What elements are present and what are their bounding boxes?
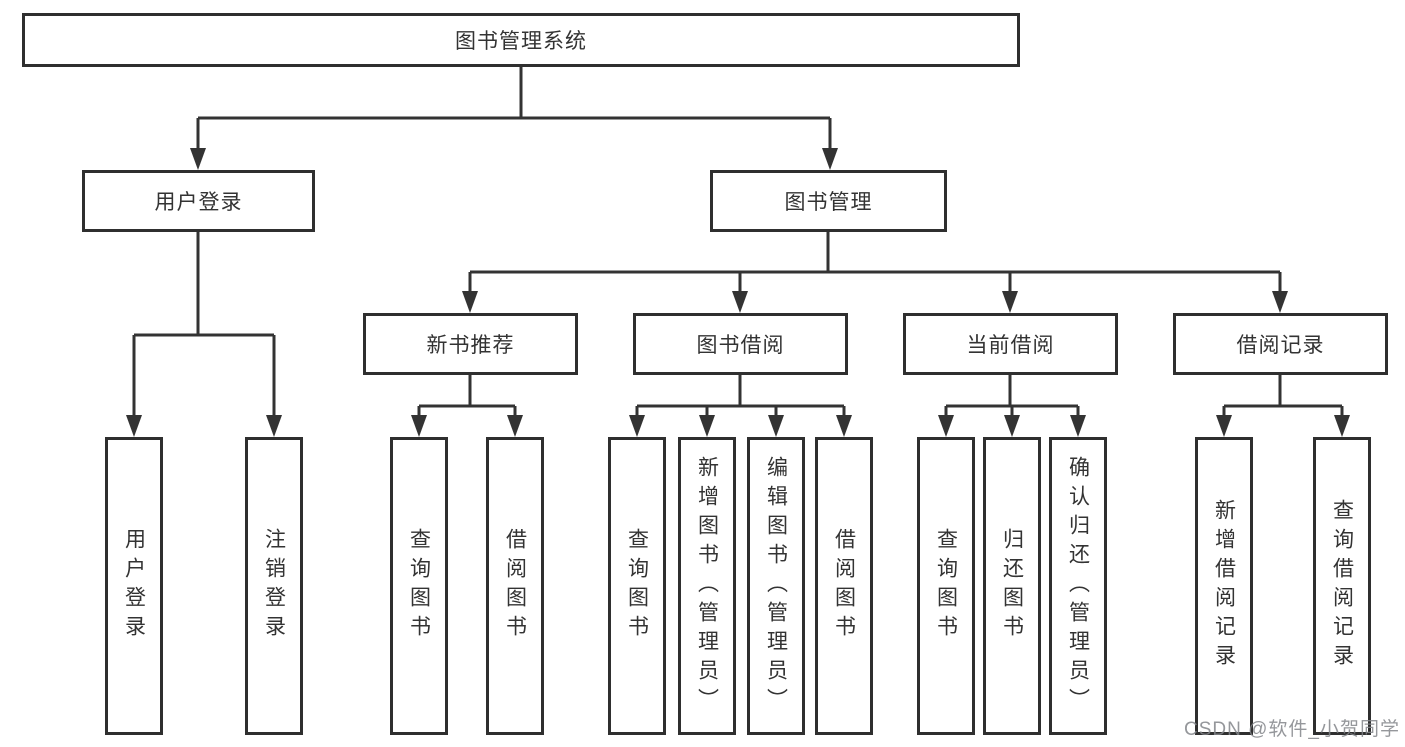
node-user-login: 用户登录: [82, 170, 315, 232]
node-borrow-records-label: 借阅记录: [1236, 334, 1325, 357]
leaf-add-borrow-record-label: 新增借阅记录: [1212, 499, 1236, 673]
leaf-borrow-book-2: 借阅图书: [815, 437, 873, 735]
leaf-query-book-2-label: 查询图书: [625, 528, 649, 644]
node-borrow-records: 借阅记录: [1173, 313, 1388, 375]
leaf-return-book: 归还图书: [983, 437, 1041, 735]
node-user-login-label: 用户登录: [154, 191, 243, 214]
node-new-book-recommend-label: 新书推荐: [426, 334, 515, 357]
leaf-return-book-label: 归还图书: [1000, 528, 1024, 644]
node-current-borrow: 当前借阅: [903, 313, 1118, 375]
node-book-management-label: 图书管理: [784, 191, 873, 214]
leaf-borrow-book-1: 借阅图书: [486, 437, 544, 735]
node-book-borrow: 图书借阅: [633, 313, 848, 375]
leaf-query-book-1: 查询图书: [390, 437, 448, 735]
node-book-borrow-label: 图书借阅: [696, 334, 785, 357]
leaf-user-login: 用户登录: [105, 437, 163, 735]
node-root-label: 图书管理系统: [455, 30, 587, 53]
leaf-confirm-return-admin-label: 确认归还（管理员）: [1066, 455, 1090, 717]
leaf-user-login-label: 用户登录: [122, 528, 146, 644]
leaf-confirm-return-admin: 确认归还（管理员）: [1049, 437, 1107, 735]
leaf-borrow-book-1-label: 借阅图书: [503, 528, 527, 644]
leaf-query-book-1-label: 查询图书: [407, 528, 431, 644]
leaf-logout: 注销登录: [245, 437, 303, 735]
leaf-edit-book-admin-label: 编辑图书（管理员）: [764, 455, 788, 717]
leaf-edit-book-admin: 编辑图书（管理员）: [747, 437, 805, 735]
leaf-borrow-book-2-label: 借阅图书: [832, 528, 856, 644]
leaf-add-book-admin: 新增图书（管理员）: [678, 437, 736, 735]
leaf-logout-label: 注销登录: [262, 528, 286, 644]
leaf-add-book-admin-label: 新增图书（管理员）: [695, 455, 719, 717]
node-current-borrow-label: 当前借阅: [966, 334, 1055, 357]
leaf-add-borrow-record: 新增借阅记录: [1195, 437, 1253, 735]
leaf-query-book-2: 查询图书: [608, 437, 666, 735]
leaf-query-borrow-record: 查询借阅记录: [1313, 437, 1371, 735]
node-new-book-recommend: 新书推荐: [363, 313, 578, 375]
leaf-query-book-3-label: 查询图书: [934, 528, 958, 644]
watermark: CSDN @软件_小贺同学: [1184, 719, 1400, 740]
leaf-query-book-3: 查询图书: [917, 437, 975, 735]
node-root: 图书管理系统: [22, 13, 1020, 67]
leaf-query-borrow-record-label: 查询借阅记录: [1330, 499, 1354, 673]
node-book-management: 图书管理: [710, 170, 947, 232]
